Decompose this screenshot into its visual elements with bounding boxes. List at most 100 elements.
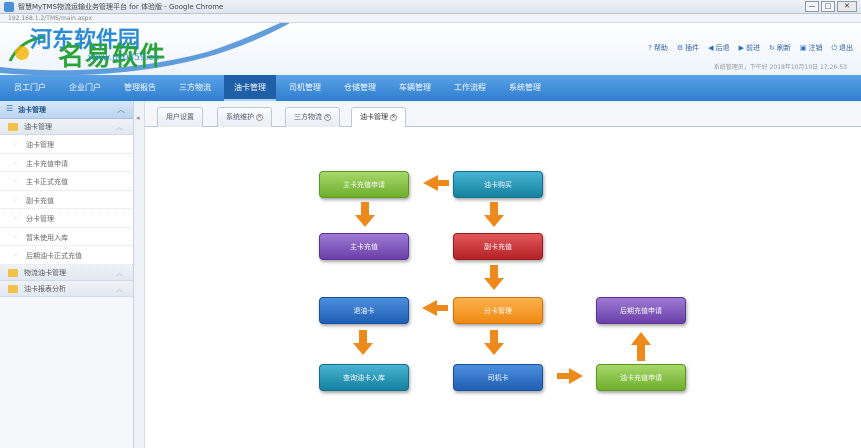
list-icon: ☰: [6, 104, 14, 113]
flow-box-return-card[interactable]: 退油卡: [319, 297, 409, 324]
header-toolbar: ?帮助 ⚙插件 ◀后退 ▶前进 ↻刷新 ▣注销 ⏻退出: [648, 43, 853, 53]
flow-box-late-apply[interactable]: 后期充值申请: [596, 297, 686, 324]
tab-close-icon[interactable]: ×: [324, 113, 331, 121]
bullet-icon: ◦: [14, 141, 18, 148]
sidebar-title: 油卡管理: [18, 106, 46, 114]
arrow-down-icon: [484, 202, 504, 227]
logo-swoosh-icon: [0, 23, 290, 75]
logout-icon: ▣: [799, 44, 807, 52]
folder-icon: [8, 268, 18, 277]
back-icon: ◀: [708, 44, 714, 52]
nav-item-system[interactable]: 系统管理: [509, 83, 541, 92]
flow-box-oil-purchase[interactable]: 油卡购买: [453, 171, 543, 198]
sidebar-group-logistics-oilcard[interactable]: 物流油卡管理 ︿: [0, 264, 133, 281]
tab-close-icon[interactable]: ×: [390, 113, 397, 121]
nav-item-3pl[interactable]: 三方物流: [179, 83, 211, 92]
sidebar-group-oilcard-reports[interactable]: 油卡报表分析 ︿: [0, 280, 133, 297]
tab-system-maintenance[interactable]: 系统维护×: [217, 107, 272, 127]
window-title: 智慧MyTMS物流运输业务管理平台 for 体验版 - Google Chrom…: [18, 3, 224, 11]
chevron-up-icon: ︿: [116, 284, 123, 293]
sidebar-item[interactable]: ◦主卡正式充值: [0, 172, 133, 191]
window-controls: — □ ✕: [805, 1, 857, 12]
tab-3pl[interactable]: 三方物流×: [285, 107, 340, 127]
nav-item-drivers[interactable]: 司机管理: [289, 83, 321, 92]
tools-icon: ⚙: [676, 44, 684, 52]
sidebar-item[interactable]: ◦暂未使用入库: [0, 227, 133, 246]
arrow-up-icon: [631, 332, 651, 361]
flow-arrows: [353, 175, 651, 384]
refresh-link[interactable]: ↻刷新: [768, 44, 791, 52]
back-link[interactable]: ◀后退: [708, 44, 730, 52]
chevron-up-icon[interactable]: ︿: [117, 105, 125, 114]
flow-box-sub-recharge[interactable]: 副卡充值: [453, 233, 543, 260]
sidebar-item[interactable]: ◦主卡充值申请: [0, 153, 133, 172]
bullet-icon: ◦: [14, 252, 18, 259]
flow-box-driver-card[interactable]: 司机卡: [453, 364, 543, 391]
close-button[interactable]: ✕: [837, 1, 857, 12]
tab-oilcard[interactable]: 油卡管理×: [351, 107, 406, 128]
address-bar[interactable]: 192.168.1.2/TMS/main.aspx: [0, 14, 861, 23]
folder-icon: [8, 284, 18, 293]
logo-text: 名易软件: [58, 42, 167, 72]
arrow-down-icon: [353, 330, 373, 355]
forward-link[interactable]: ▶前进: [738, 44, 760, 52]
sidebar-item[interactable]: ◦后期油卡正式充值: [0, 246, 133, 265]
arrow-down-icon: [484, 330, 504, 355]
bullet-icon: ◦: [14, 159, 18, 167]
sidebar: ☰ 油卡管理 ︿ 油卡管理 ︿ ◦油卡管理 ◦主卡充值申请 ◦主卡正式充值 ◦副…: [0, 101, 134, 448]
refresh-icon: ↻: [768, 44, 775, 52]
nav-item-workflow[interactable]: 工作流程: [454, 83, 486, 92]
nav-item-reports[interactable]: 管理报告: [124, 83, 156, 92]
sidebar-group-oilcard[interactable]: 油卡管理 ︿: [0, 119, 133, 135]
chevron-up-icon: ︿: [116, 268, 123, 277]
app-icon: [4, 2, 14, 12]
bullet-icon: ◦: [14, 178, 18, 185]
sidebar-item[interactable]: ◦分卡管理: [0, 209, 133, 228]
folder-icon: [8, 123, 18, 131]
window-titlebar: 智慧MyTMS物流运输业务管理平台 for 体验版 - Google Chrom…: [0, 0, 861, 14]
nav-item-warehouse[interactable]: 仓储管理: [344, 83, 376, 92]
bullet-icon: ◦: [14, 215, 18, 222]
help-link[interactable]: ?帮助: [648, 44, 668, 52]
exit-link[interactable]: ⏻退出: [831, 43, 853, 53]
flow-box-card-manage[interactable]: 分卡管理: [453, 297, 543, 324]
flow-box-main-recharge[interactable]: 主卡充值: [319, 233, 409, 260]
url-text: 192.168.1.2/TMS/main.aspx: [8, 15, 93, 22]
sidebar-item[interactable]: ◦副卡充值: [0, 190, 133, 209]
minimize-button[interactable]: —: [805, 1, 819, 12]
watermark-url: www.pc0359.cn: [88, 53, 160, 63]
chevron-up-icon: ︿: [116, 123, 123, 131]
flow-box-main-apply[interactable]: 主卡充值申请: [319, 171, 409, 198]
arrow-right-icon: [557, 368, 583, 384]
bullet-icon: ◦: [14, 196, 18, 204]
collapse-left-icon[interactable]: ◂: [136, 114, 140, 122]
sidebar-item[interactable]: ◦油卡管理: [0, 135, 133, 154]
bullet-icon: ◦: [14, 233, 18, 241]
flow-box-query-stock[interactable]: 查询油卡入库: [319, 364, 409, 391]
arrow-down-icon: [484, 265, 504, 290]
maximize-button[interactable]: □: [821, 1, 835, 12]
forward-icon: ▶: [738, 44, 744, 52]
watermark-name: 河东软件园: [30, 27, 141, 53]
tab-strip: 用户设置 系统维护× 三方物流× 油卡管理×: [145, 101, 861, 128]
nav-item-vehicles[interactable]: 车辆管理: [399, 83, 431, 92]
user-greeting: 系统管理员，下午好 2018年10月10日 17:26:53: [713, 64, 847, 71]
arrow-left-icon: [422, 300, 448, 316]
logout-link[interactable]: ▣注销: [799, 44, 823, 52]
help-icon: ?: [648, 44, 652, 52]
nav-item-oilcard[interactable]: 油卡管理: [224, 75, 276, 101]
flowchart-canvas: 主卡充值申请 油卡购买 主卡充值 副卡充值 退油卡 分卡管理 后期充值申请 查询…: [145, 127, 861, 448]
sidebar-header[interactable]: ☰ 油卡管理 ︿: [0, 101, 133, 119]
plugin-link[interactable]: ⚙插件: [676, 44, 700, 52]
app-header: 河东软件园 名易软件 www.pc0359.cn ?帮助 ⚙插件 ◀后退 ▶前进…: [0, 23, 861, 75]
tab-user-settings[interactable]: 用户设置: [157, 107, 203, 127]
main-nav: 员工门户 企业门户 管理报告 三方物流 油卡管理 司机管理 仓储管理 车辆管理 …: [0, 75, 861, 101]
flow-box-formal-recharge[interactable]: 油卡充值申请: [596, 364, 686, 391]
exit-icon: ⏻: [831, 43, 837, 52]
tab-close-icon[interactable]: ×: [256, 113, 263, 121]
arrow-down-icon: [355, 202, 375, 227]
nav-item-employee-portal[interactable]: 员工门户: [14, 83, 46, 92]
sidebar-splitter[interactable]: ◂: [134, 101, 145, 448]
nav-item-company-portal[interactable]: 企业门户: [69, 83, 101, 92]
arrow-left-icon: [423, 175, 449, 191]
